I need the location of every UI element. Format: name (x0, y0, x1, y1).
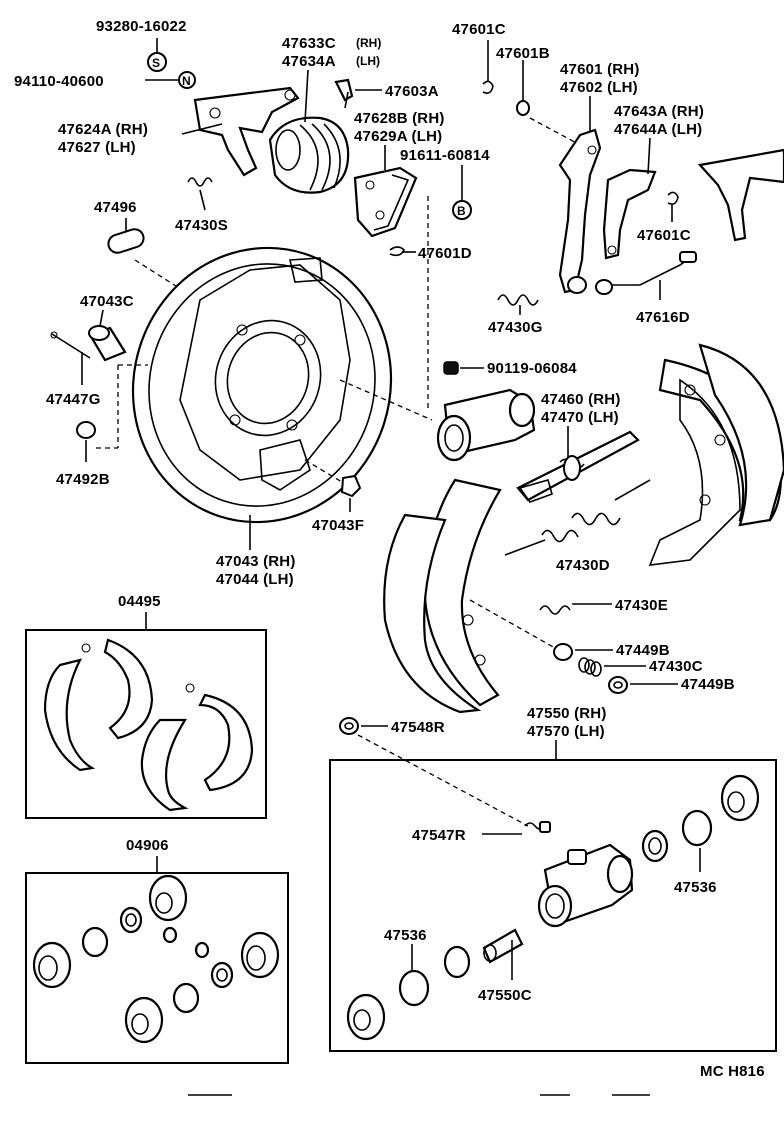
label-91611-60814: 91611-60814 (400, 147, 490, 164)
label-47548r: 47548R (391, 719, 445, 736)
label-47430e: 47430E (615, 597, 668, 614)
part-47601c-mid-clip (667, 191, 679, 222)
diagram-code: MC H816 (700, 1063, 765, 1080)
part-47430s-spring (187, 177, 213, 211)
label-47449b-b: 47449B (681, 676, 735, 693)
part-wheel-cylinder-mid (436, 388, 536, 462)
label-47550: 47550 (RH) (527, 705, 607, 722)
label-94110-40600: 94110-40600 (14, 73, 104, 90)
label-47430g: 47430G (488, 319, 543, 336)
part-47430e-spring (539, 603, 612, 615)
label-47624a: 47624A (RH) (58, 121, 148, 138)
label-04906: 04906 (126, 837, 169, 854)
svg-text:(LH): (LH) (356, 54, 380, 68)
label-47601b: 47601B (496, 45, 550, 62)
label-47043c: 47043C (80, 293, 134, 310)
part-left-brake-shoe (383, 478, 502, 714)
label-47603a: 47603A (385, 83, 439, 100)
part-90119-bolt (443, 361, 484, 375)
svg-text:(RH): (RH) (356, 36, 381, 50)
part-47460-adjuster (516, 430, 640, 503)
label-47460: 47460 (RH) (541, 391, 621, 408)
label-47602: 47602 (LH) (560, 79, 638, 96)
kit-04495-shoes (43, 638, 254, 812)
svg-text:N: N (182, 74, 191, 88)
label-47628b: 47628B (RH) (354, 110, 445, 127)
label-47547r: 47547R (412, 827, 466, 844)
svg-text:S: S (152, 56, 160, 70)
label-47627: 47627 (LH) (58, 139, 136, 156)
part-47601d-clip (389, 246, 416, 257)
svg-text:B: B (457, 204, 466, 218)
label-47633c: 47633C (282, 35, 336, 52)
label-47601d: 47601D (418, 245, 472, 262)
label-47447g: 47447G (46, 391, 101, 408)
part-wheel-cylinder-body (537, 843, 634, 928)
part-47548r-cap (339, 717, 388, 735)
part-91611-bolt: B (452, 165, 472, 220)
part-cable-bracket (697, 148, 784, 242)
label-47044: 47044 (LH) (216, 571, 294, 588)
part-47449b-washer-b (608, 676, 678, 694)
part-47628b-plate (353, 166, 418, 238)
part-47624a-bracket (193, 86, 300, 177)
kit-box-04906 (25, 872, 289, 1064)
part-47447g-pin (50, 331, 91, 385)
label-47629a: 47629A (LH) (354, 128, 442, 145)
part-wheel-cylinder-left-seals (346, 928, 524, 1041)
label-93280-16022: 93280-16022 (96, 18, 187, 35)
label-47492b: 47492B (56, 471, 110, 488)
part-47603a-pin (334, 78, 382, 109)
label-47496: 47496 (94, 199, 137, 216)
part-47633c-boot (268, 116, 350, 194)
part-47043c-bushing (88, 309, 127, 362)
part-47601b-washer (516, 60, 530, 116)
label-90119-06084: 90119-06084 (487, 360, 577, 377)
part-47601c-top-clip (482, 40, 494, 94)
part-47043f-nut (340, 474, 362, 512)
label-47430s: 47430S (175, 217, 228, 234)
part-47430c-spring (578, 657, 646, 677)
part-47449b-washer-a (553, 643, 613, 661)
label-47430c: 47430C (649, 658, 703, 675)
kit-04906-parts (32, 874, 280, 1044)
part-47430d-springs (504, 479, 651, 556)
part-47601-lever (558, 128, 602, 294)
kit-box-04495 (25, 629, 267, 819)
label-47043: 47043 (RH) (216, 553, 296, 570)
label-47043f: 47043F (312, 517, 364, 534)
part-47043-backing-plate (131, 246, 393, 524)
label-47430d: 47430D (556, 557, 610, 574)
part-47616d-strut (595, 251, 697, 300)
part-93280-washer: S (147, 38, 167, 72)
label-47570: 47570 (LH) (527, 723, 605, 740)
part-47547r-bleeder (482, 821, 551, 835)
label-47601c-mid: 47601C (637, 227, 691, 244)
label-47601: 47601 (RH) (560, 61, 640, 78)
part-right-brake-shoe (648, 343, 784, 566)
label-47601c-top: 47601C (452, 21, 506, 38)
label-47449b-a: 47449B (616, 642, 670, 659)
part-94110-nut: N (145, 71, 196, 89)
part-47496-plug (107, 218, 145, 254)
label-47644a: 47644A (LH) (614, 121, 702, 138)
label-47550c: 47550C (478, 987, 532, 1004)
part-47643a-lever (602, 168, 657, 260)
label-47634a: 47634A (282, 53, 336, 70)
label-47643a: 47643A (RH) (614, 103, 704, 120)
assy-box-47550 (329, 759, 777, 1052)
part-47430g-spring (497, 294, 539, 315)
label-47616d: 47616D (636, 309, 690, 326)
part-47492b-washer (76, 421, 96, 462)
label-04495: 04495 (118, 593, 161, 610)
label-47536-right: 47536 (674, 879, 717, 896)
label-47470: 47470 (LH) (541, 409, 619, 426)
label-47536-left: 47536 (384, 927, 427, 944)
part-wheel-cylinder-right-seals (641, 774, 760, 872)
